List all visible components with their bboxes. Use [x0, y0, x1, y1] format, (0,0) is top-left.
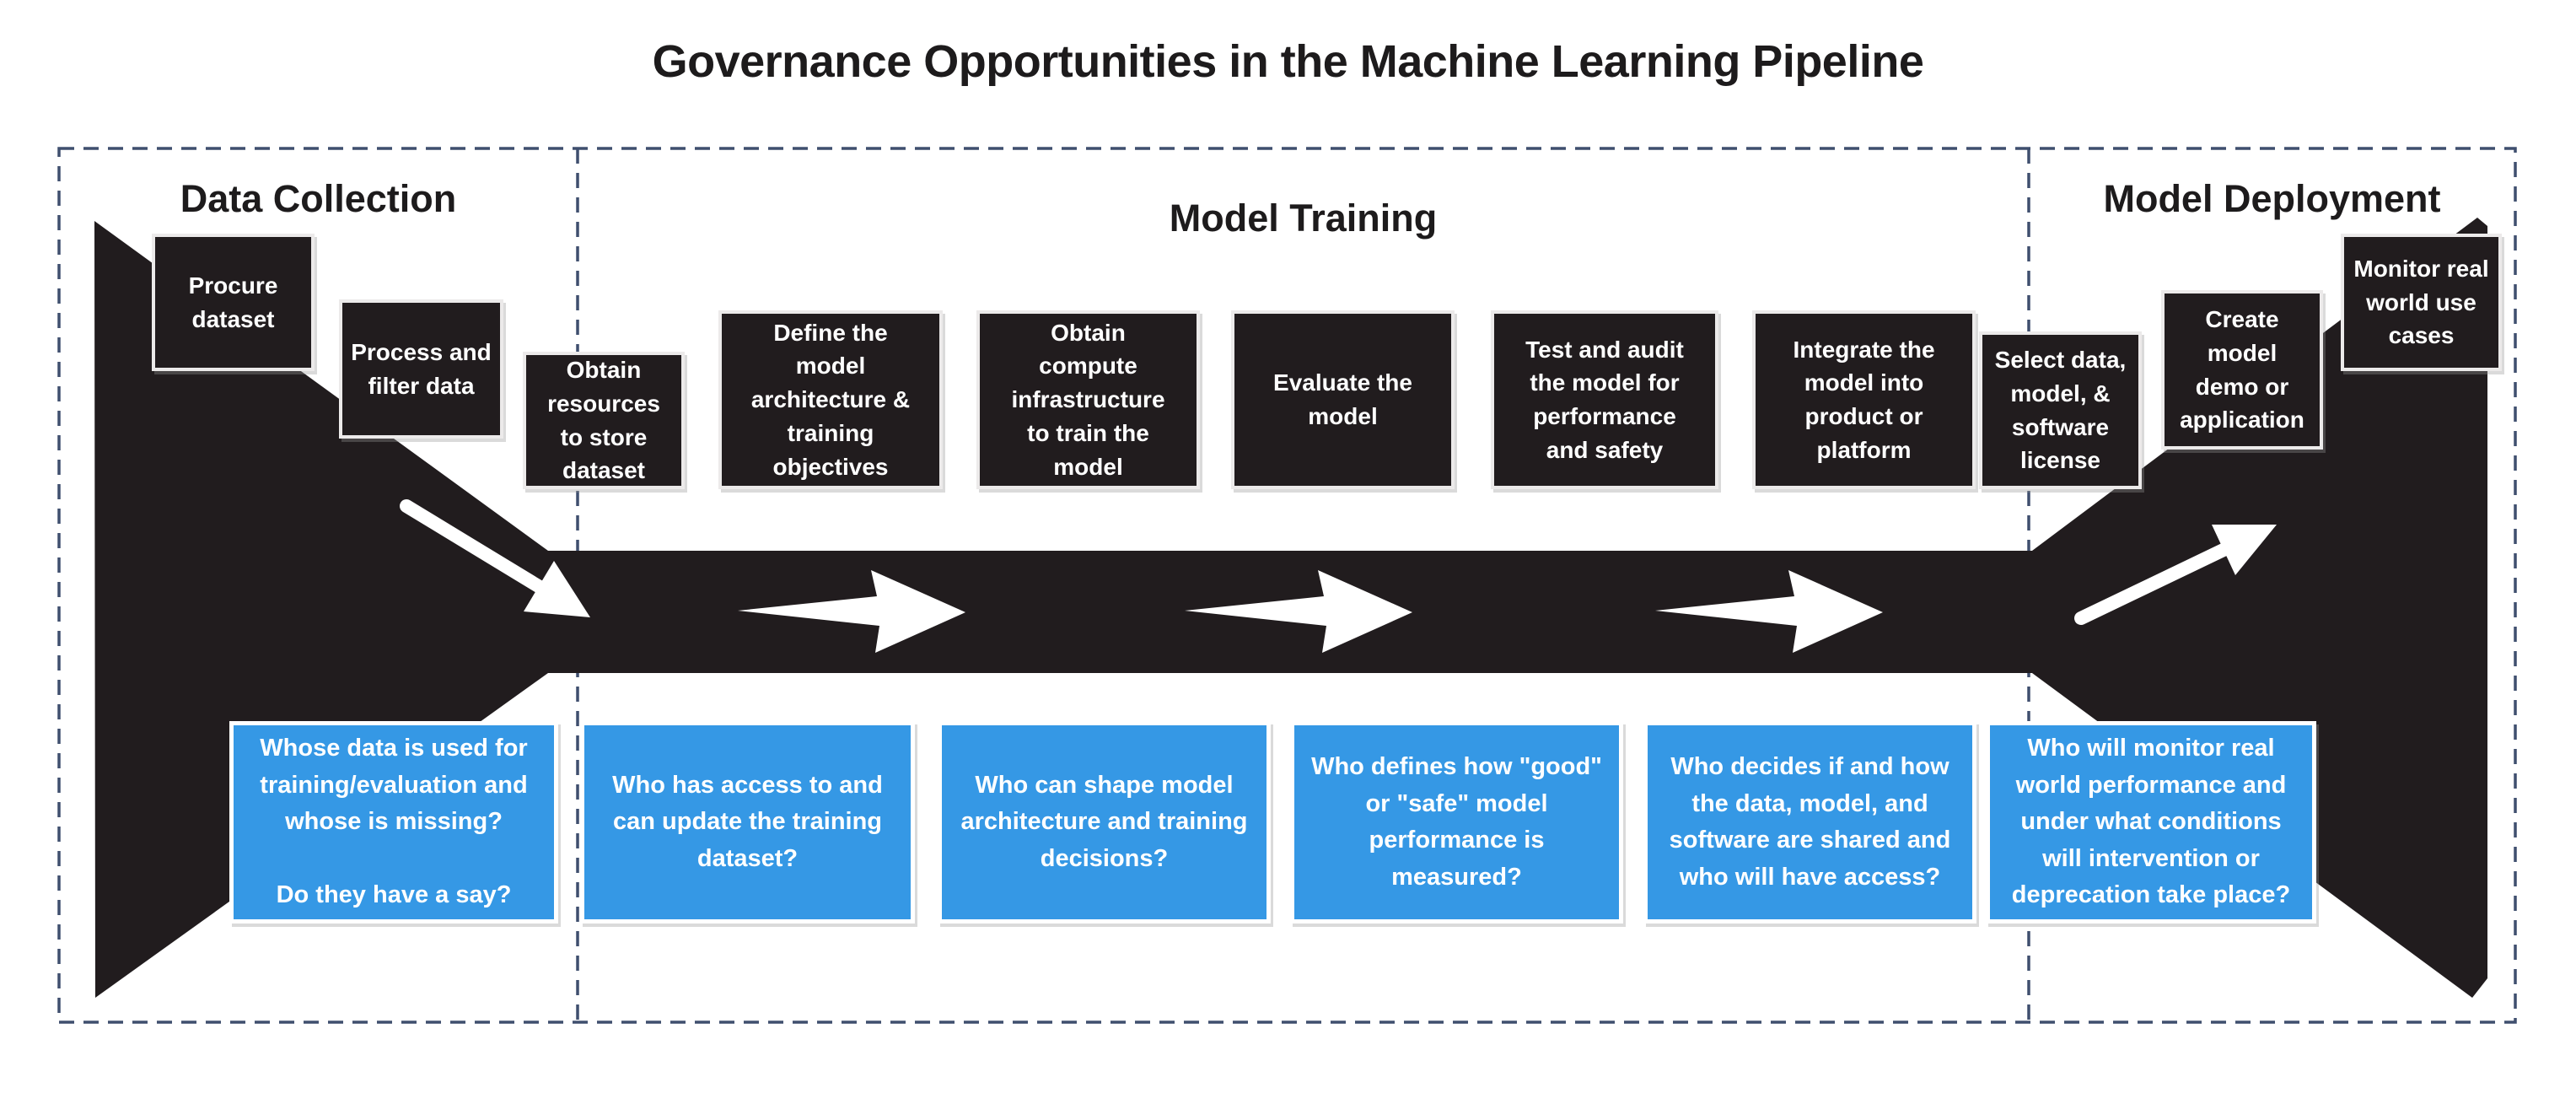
question-whose-data: Whose data is used for training/evaluati… — [229, 721, 558, 924]
question-shape-architecture: Who can shape model architecture and tra… — [938, 721, 1271, 924]
flow-arrow-right-icon — [1655, 570, 1883, 653]
step-select-license: Select data, model, & software license — [1979, 331, 2142, 489]
step-integrate-model: Integrate the model into product or plat… — [1752, 310, 1976, 489]
question-monitor-deprecation: Who will monitor real world performance … — [1986, 721, 2316, 924]
step-obtain-compute: Obtain compute infrastructure to train t… — [976, 310, 1200, 489]
flow-arrow-down-right-icon — [400, 499, 590, 617]
flow-arrow-up-right-icon — [2074, 525, 2277, 625]
flow-arrow-right-icon — [738, 570, 965, 653]
step-create-demo-application: Create model demo or application — [2161, 290, 2323, 450]
step-procure-dataset: Procure dataset — [152, 234, 315, 371]
section-heading-model-deployment: Model Deployment — [2103, 177, 2441, 220]
step-process-filter-data: Process and filter data — [339, 299, 503, 439]
question-dataset-access: Who has access to and can update the tra… — [580, 721, 915, 924]
step-define-architecture-objectives: Define the model architecture & training… — [718, 310, 943, 489]
page-title: Governance Opportunities in the Machine … — [652, 36, 1924, 87]
step-monitor-use-cases: Monitor real world use cases — [2341, 234, 2502, 371]
section-heading-model-training: Model Training — [1169, 197, 1438, 240]
question-sharing-access: Who decides if and how the data, model, … — [1643, 721, 1976, 924]
dashed-frame — [57, 147, 2517, 1024]
question-define-good-safe: Who defines how "good" or "safe" model p… — [1290, 721, 1623, 924]
flow-arrow-right-icon — [1185, 570, 1412, 653]
step-evaluate-model: Evaluate the model — [1231, 310, 1455, 489]
step-obtain-storage-resources: Obtain resources to store dataset — [523, 352, 685, 489]
section-heading-data-collection: Data Collection — [180, 177, 457, 220]
step-test-audit-model: Test and audit the model for performance… — [1491, 310, 1718, 489]
